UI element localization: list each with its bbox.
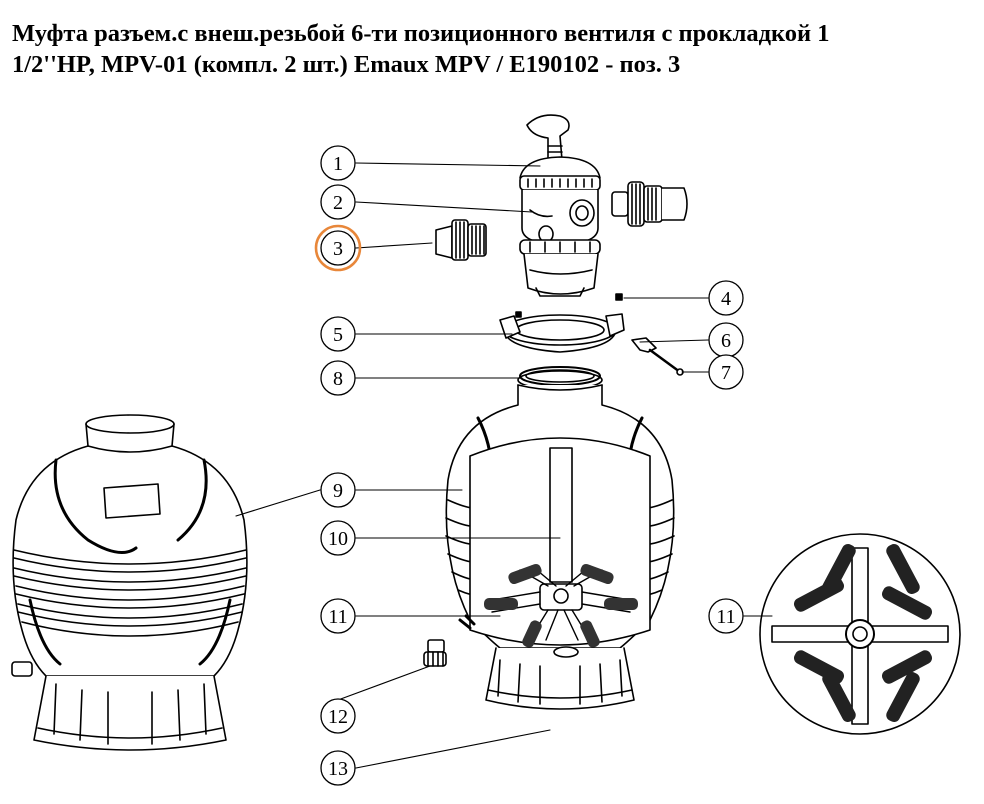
svg-text:6: 6 xyxy=(721,330,731,352)
callout-2: 2 xyxy=(320,184,356,220)
svg-text:4: 4 xyxy=(721,288,731,310)
svg-text:13: 13 xyxy=(328,758,348,780)
multiport-valve xyxy=(519,114,688,297)
callout-8: 8 xyxy=(320,360,356,396)
svg-text:7: 7 xyxy=(721,362,731,384)
callout-12: 12 xyxy=(320,698,356,734)
filter-tank-exterior xyxy=(11,414,248,751)
svg-text:3: 3 xyxy=(333,238,343,260)
svg-text:5: 5 xyxy=(333,324,343,346)
svg-text:1: 1 xyxy=(333,153,343,175)
title-line-2: 1/2''HP, MPV-01 (компл. 2 шт.) Emaux MPV… xyxy=(12,51,681,78)
laterals-detail-zoom xyxy=(759,533,961,735)
highlight-ring xyxy=(314,224,362,272)
title-line-1: Муфта разъем.с внеш.резьбой 6-ти позицио… xyxy=(12,20,830,47)
callout-5: 5 xyxy=(320,316,356,352)
callout-7: 7 xyxy=(708,354,744,390)
clamp-assembly xyxy=(499,293,684,390)
svg-text:9: 9 xyxy=(333,480,343,502)
union-fitting-part-3 xyxy=(435,219,487,261)
callout-4: 4 xyxy=(708,280,744,316)
leader-lines xyxy=(235,162,773,769)
svg-text:11: 11 xyxy=(716,606,735,628)
callout-1: 1 xyxy=(320,145,356,181)
callout-13: 13 xyxy=(320,750,356,786)
drain-plug-part-12 xyxy=(423,639,447,667)
svg-text:2: 2 xyxy=(333,192,343,214)
svg-text:11: 11 xyxy=(328,606,347,628)
page-title: Муфта разъем.с внеш.резьбой 6-ти позицио… xyxy=(12,18,977,80)
svg-text:10: 10 xyxy=(328,528,348,550)
callout-11-center: 11 xyxy=(320,598,356,634)
svg-text:12: 12 xyxy=(328,706,348,728)
right-union-fitting xyxy=(611,181,688,227)
filter-tank-cutaway xyxy=(445,384,675,710)
callout-6: 6 xyxy=(708,322,744,358)
callout-10: 10 xyxy=(320,520,356,556)
callout-3-highlighted: 3 xyxy=(314,224,362,272)
svg-text:8: 8 xyxy=(333,368,343,390)
callout-11-detail: 11 xyxy=(708,598,744,634)
callout-9: 9 xyxy=(320,472,356,508)
